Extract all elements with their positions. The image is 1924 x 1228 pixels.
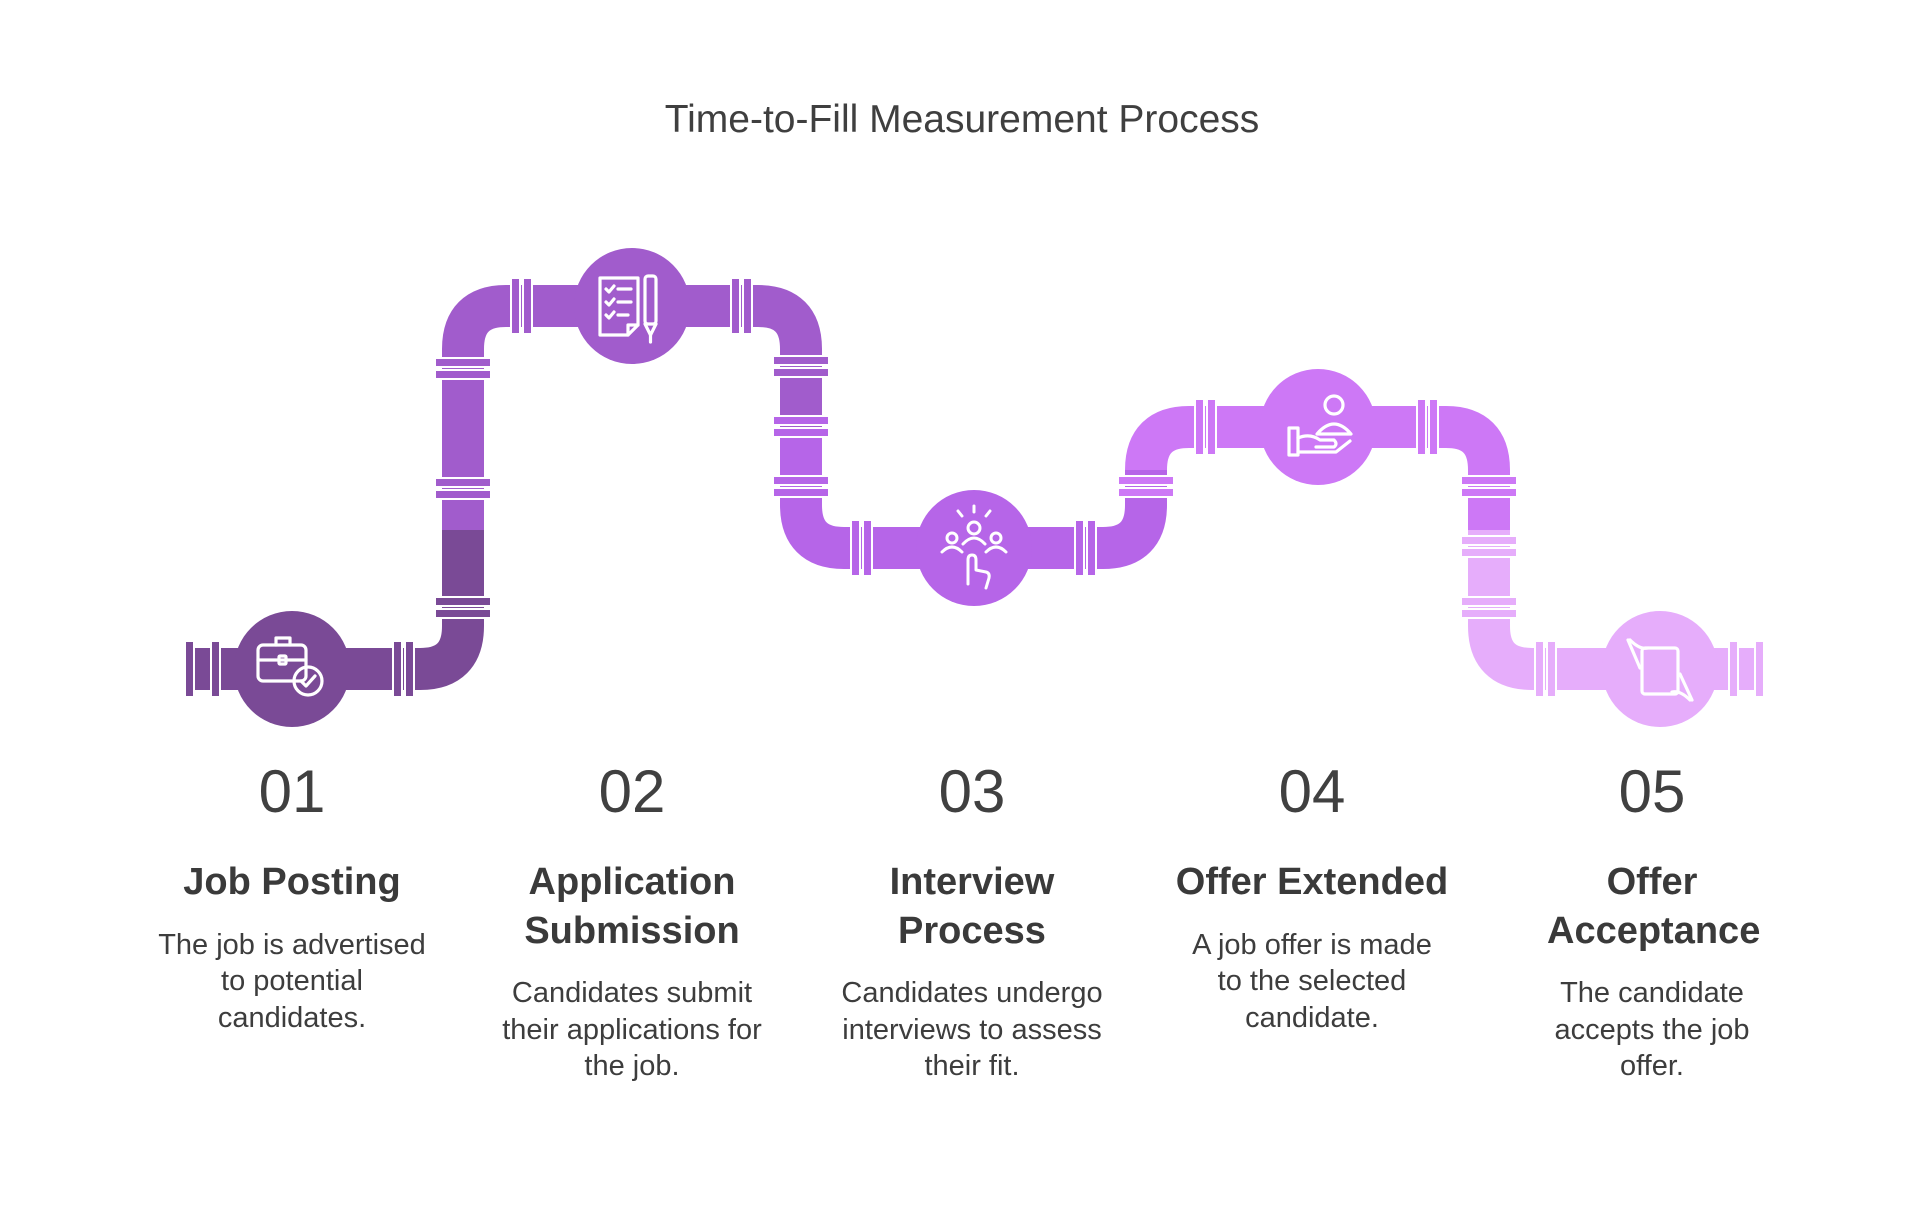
step-node-1 xyxy=(234,611,350,727)
pipe-coupling-ring xyxy=(1534,640,1545,698)
pipe-segment-5 xyxy=(1468,530,1760,690)
step-number: 04 xyxy=(1278,758,1346,825)
step-title: Offer Acceptance xyxy=(1547,861,1761,952)
page-title: Time-to-Fill Measurement Process xyxy=(664,98,1260,141)
pipe-coupling-ring xyxy=(434,357,492,368)
step-title: Application Submission xyxy=(524,861,740,952)
pipe-coupling-ring xyxy=(730,277,741,335)
step-4: 04 Offer Extended A job offer is made to… xyxy=(1147,762,1477,1036)
pipe-coupling-ring xyxy=(772,487,830,498)
pipe-coupling-ring xyxy=(1194,398,1205,456)
pipe-coupling-ring xyxy=(1546,640,1557,698)
step-description: A job offer is made to the selected cand… xyxy=(1192,928,1432,1034)
pipe-coupling-ring xyxy=(434,608,492,619)
step-description: The job is advertised to potential candi… xyxy=(158,928,426,1034)
pipe-coupling-ring xyxy=(1460,608,1518,619)
hand-offer-person-icon xyxy=(1287,394,1353,457)
step-number: 02 xyxy=(598,758,666,825)
pipe-coupling-ring xyxy=(1460,547,1518,558)
pipe-coupling-ring xyxy=(772,427,830,438)
pipe-coupling-ring xyxy=(1416,398,1427,456)
pipe-coupling-ring xyxy=(434,596,492,607)
pipe-segment-1 xyxy=(190,530,484,690)
step-1: 01 Job Posting The job is advertised to … xyxy=(127,762,457,1036)
pipe-coupling-ring xyxy=(1117,487,1175,498)
pipe-coupling-ring xyxy=(392,640,403,698)
checklist-pen-icon xyxy=(598,274,658,344)
step-5: 05 Offer Acceptance The candidate accept… xyxy=(1487,762,1817,1085)
step-node-4 xyxy=(1260,369,1376,485)
step-title: Interview Process xyxy=(889,861,1055,952)
pipe-coupling-ring xyxy=(434,477,492,488)
pipe-couplings xyxy=(184,277,1765,698)
briefcase-check-icon xyxy=(256,636,324,697)
step-2: 02 Application Submission Candidates sub… xyxy=(467,762,797,1085)
pipe-coupling-ring xyxy=(1460,596,1518,607)
pipe-coupling-ring xyxy=(1206,398,1217,456)
step-3: 03 Interview Process Candidates undergo … xyxy=(807,762,1137,1085)
step-description: The candidate accepts the job offer. xyxy=(1554,977,1750,1083)
pipe-coupling-ring xyxy=(1074,519,1085,577)
hands-document-icon xyxy=(1626,638,1694,702)
pipe-coupling-ring xyxy=(1117,475,1175,486)
pipe-coupling-ring xyxy=(510,277,521,335)
pipe-coupling-ring xyxy=(772,367,830,378)
pipe-coupling-ring xyxy=(522,277,533,335)
pipe-coupling-ring xyxy=(742,277,753,335)
pipe-coupling-ring xyxy=(434,489,492,500)
step-number: 03 xyxy=(938,758,1006,825)
step-node-2 xyxy=(574,248,690,364)
pipe-coupling-ring xyxy=(1428,398,1439,456)
pipe-coupling-ring xyxy=(850,519,861,577)
pipe-coupling-ring xyxy=(434,369,492,380)
step-title: Job Posting xyxy=(183,861,401,903)
pipe-coupling-ring xyxy=(862,519,873,577)
pipe-coupling-ring xyxy=(184,640,195,698)
pipe-coupling-ring xyxy=(772,415,830,426)
step-number: 05 xyxy=(1618,758,1686,825)
pipe-coupling-ring xyxy=(404,640,415,698)
pipe-coupling-ring xyxy=(772,355,830,366)
step-number: 01 xyxy=(258,758,326,825)
pipe-coupling-ring xyxy=(1460,475,1518,486)
step-node-3 xyxy=(916,490,1032,606)
pipe-coupling-ring xyxy=(772,475,830,486)
pipe-coupling-ring xyxy=(1728,640,1739,698)
step-description: Candidates undergo interviews to assess … xyxy=(841,977,1103,1083)
people-select-icon xyxy=(940,504,1008,590)
pipe-coupling-ring xyxy=(1086,519,1097,577)
pipe-coupling-ring xyxy=(210,640,221,698)
step-title: Offer Extended xyxy=(1175,861,1449,903)
pipe-coupling-ring xyxy=(1754,640,1765,698)
pipe-coupling-ring xyxy=(1460,487,1518,498)
pipe-coupling-ring xyxy=(1460,535,1518,546)
step-node-5 xyxy=(1602,611,1718,727)
pipe-segment-4 xyxy=(1125,406,1510,530)
step-description: Candidates submit their applications for… xyxy=(502,977,762,1083)
